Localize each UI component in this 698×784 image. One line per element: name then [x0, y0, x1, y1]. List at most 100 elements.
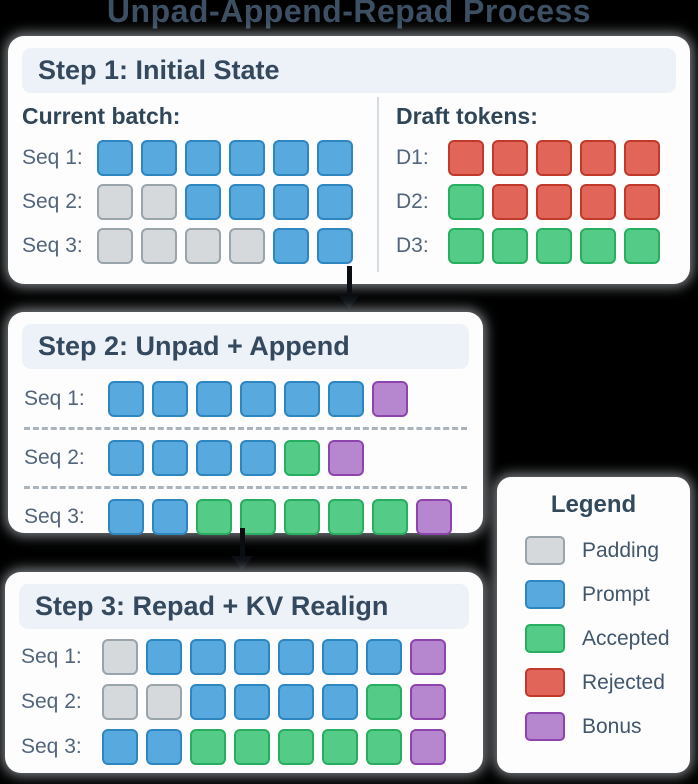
accepted-swatch	[525, 624, 565, 653]
accepted-token	[240, 499, 276, 535]
padding-token	[102, 639, 138, 675]
prompt-token	[97, 140, 133, 176]
token-strip	[448, 228, 660, 264]
prompt-token	[190, 684, 226, 720]
accepted-token	[284, 499, 320, 535]
token-strip	[102, 639, 446, 675]
padding-swatch	[525, 536, 565, 565]
token-row: Seq 3:	[24, 486, 467, 535]
legend-label: Accepted	[582, 626, 670, 650]
arrow-head	[231, 556, 253, 570]
prompt-token	[108, 381, 144, 417]
row-label: D3:	[396, 234, 429, 257]
row-label: Seq 1:	[22, 146, 83, 169]
legend-label: Padding	[582, 538, 660, 562]
legend-title: Legend	[550, 491, 637, 518]
token-row: Seq 1:	[24, 381, 467, 417]
accepted-token	[448, 184, 484, 220]
legend-item-padding: Padding	[525, 536, 690, 565]
arrow-down-icon	[231, 528, 253, 570]
accepted-token	[372, 499, 408, 535]
rejected-token	[448, 140, 484, 176]
padding-token	[229, 228, 265, 264]
draft-tokens-heading: Draft tokens:	[396, 103, 538, 129]
row-label: Seq 1:	[24, 387, 85, 410]
legend-label: Rejected	[582, 670, 665, 694]
legend-item-rejected: Rejected	[525, 668, 690, 697]
bonus-token	[410, 639, 446, 675]
row-label: D2:	[396, 190, 429, 213]
bonus-token	[328, 440, 364, 476]
prompt-token	[108, 499, 144, 535]
accepted-token	[284, 440, 320, 476]
row-label: Seq 1:	[21, 645, 82, 668]
padding-token	[97, 228, 133, 264]
rejected-token	[492, 140, 528, 176]
prompt-token	[273, 184, 309, 220]
token-strip	[97, 140, 353, 176]
prompt-swatch	[525, 580, 565, 609]
page-title: Unpad-Append-Repad Process	[106, 0, 592, 29]
legend-label: Prompt	[582, 582, 650, 606]
token-row: Seq 2:	[22, 184, 377, 220]
step2-rows: Seq 1: Seq 2: Seq 3:	[8, 373, 483, 535]
prompt-token	[196, 381, 232, 417]
step1-columns: Current batch: Seq 1:Seq 2:Seq 3: Draft …	[8, 97, 690, 272]
token-strip	[108, 440, 364, 476]
arrow-shaft	[239, 528, 245, 556]
padding-token	[141, 184, 177, 220]
prompt-token	[185, 140, 221, 176]
bonus-token	[410, 684, 446, 720]
step3-rows: Seq 1: Seq 2: Seq 3:	[5, 633, 483, 765]
token-strip	[97, 228, 353, 264]
prompt-token	[102, 729, 138, 765]
arrow-down-icon	[338, 266, 360, 309]
accepted-token	[234, 729, 270, 765]
prompt-token	[273, 140, 309, 176]
prompt-token	[185, 184, 221, 220]
step3-heading: Step 3: Repad + KV Realign	[19, 584, 469, 629]
step3-panel: Step 3: Repad + KV Realign Seq 1:Seq 2:S…	[5, 572, 483, 773]
prompt-token	[229, 140, 265, 176]
prompt-token	[146, 639, 182, 675]
accepted-token	[278, 729, 314, 765]
padding-token	[141, 228, 177, 264]
step1-heading: Step 1: Initial State	[22, 48, 676, 93]
padding-token	[185, 228, 221, 264]
rejected-token	[536, 140, 572, 176]
row-label: Seq 2:	[24, 446, 85, 469]
row-label: D1:	[396, 146, 429, 169]
prompt-token	[317, 140, 353, 176]
prompt-token	[240, 440, 276, 476]
prompt-token	[317, 228, 353, 264]
accepted-token	[322, 729, 358, 765]
rejected-token	[580, 140, 616, 176]
accepted-token	[580, 228, 616, 264]
prompt-token	[322, 639, 358, 675]
row-label: Seq 2:	[21, 690, 82, 713]
prompt-token	[152, 440, 188, 476]
padding-token	[102, 684, 138, 720]
token-strip	[108, 381, 408, 417]
step2-panel: Step 2: Unpad + Append Seq 1:Seq 2:Seq 3…	[8, 312, 483, 535]
row-label: Seq 2:	[22, 190, 83, 213]
rejected-token	[580, 184, 616, 220]
token-strip	[448, 140, 660, 176]
rejected-token	[536, 184, 572, 220]
arrow-head	[338, 295, 360, 309]
prompt-token	[234, 639, 270, 675]
token-row: D3:	[396, 228, 676, 264]
bonus-token	[372, 381, 408, 417]
accepted-token	[366, 729, 402, 765]
draft-tokens-column: Draft tokens: D1: D2: D3:	[377, 97, 676, 272]
rejected-swatch	[525, 668, 565, 697]
token-row: Seq 3:	[21, 729, 467, 765]
prompt-token	[141, 140, 177, 176]
row-label: Seq 3:	[22, 234, 83, 257]
accepted-token	[536, 228, 572, 264]
prompt-token	[284, 381, 320, 417]
rejected-token	[624, 184, 660, 220]
arrow-shaft	[346, 266, 352, 295]
padding-token	[146, 684, 182, 720]
prompt-token	[322, 684, 358, 720]
